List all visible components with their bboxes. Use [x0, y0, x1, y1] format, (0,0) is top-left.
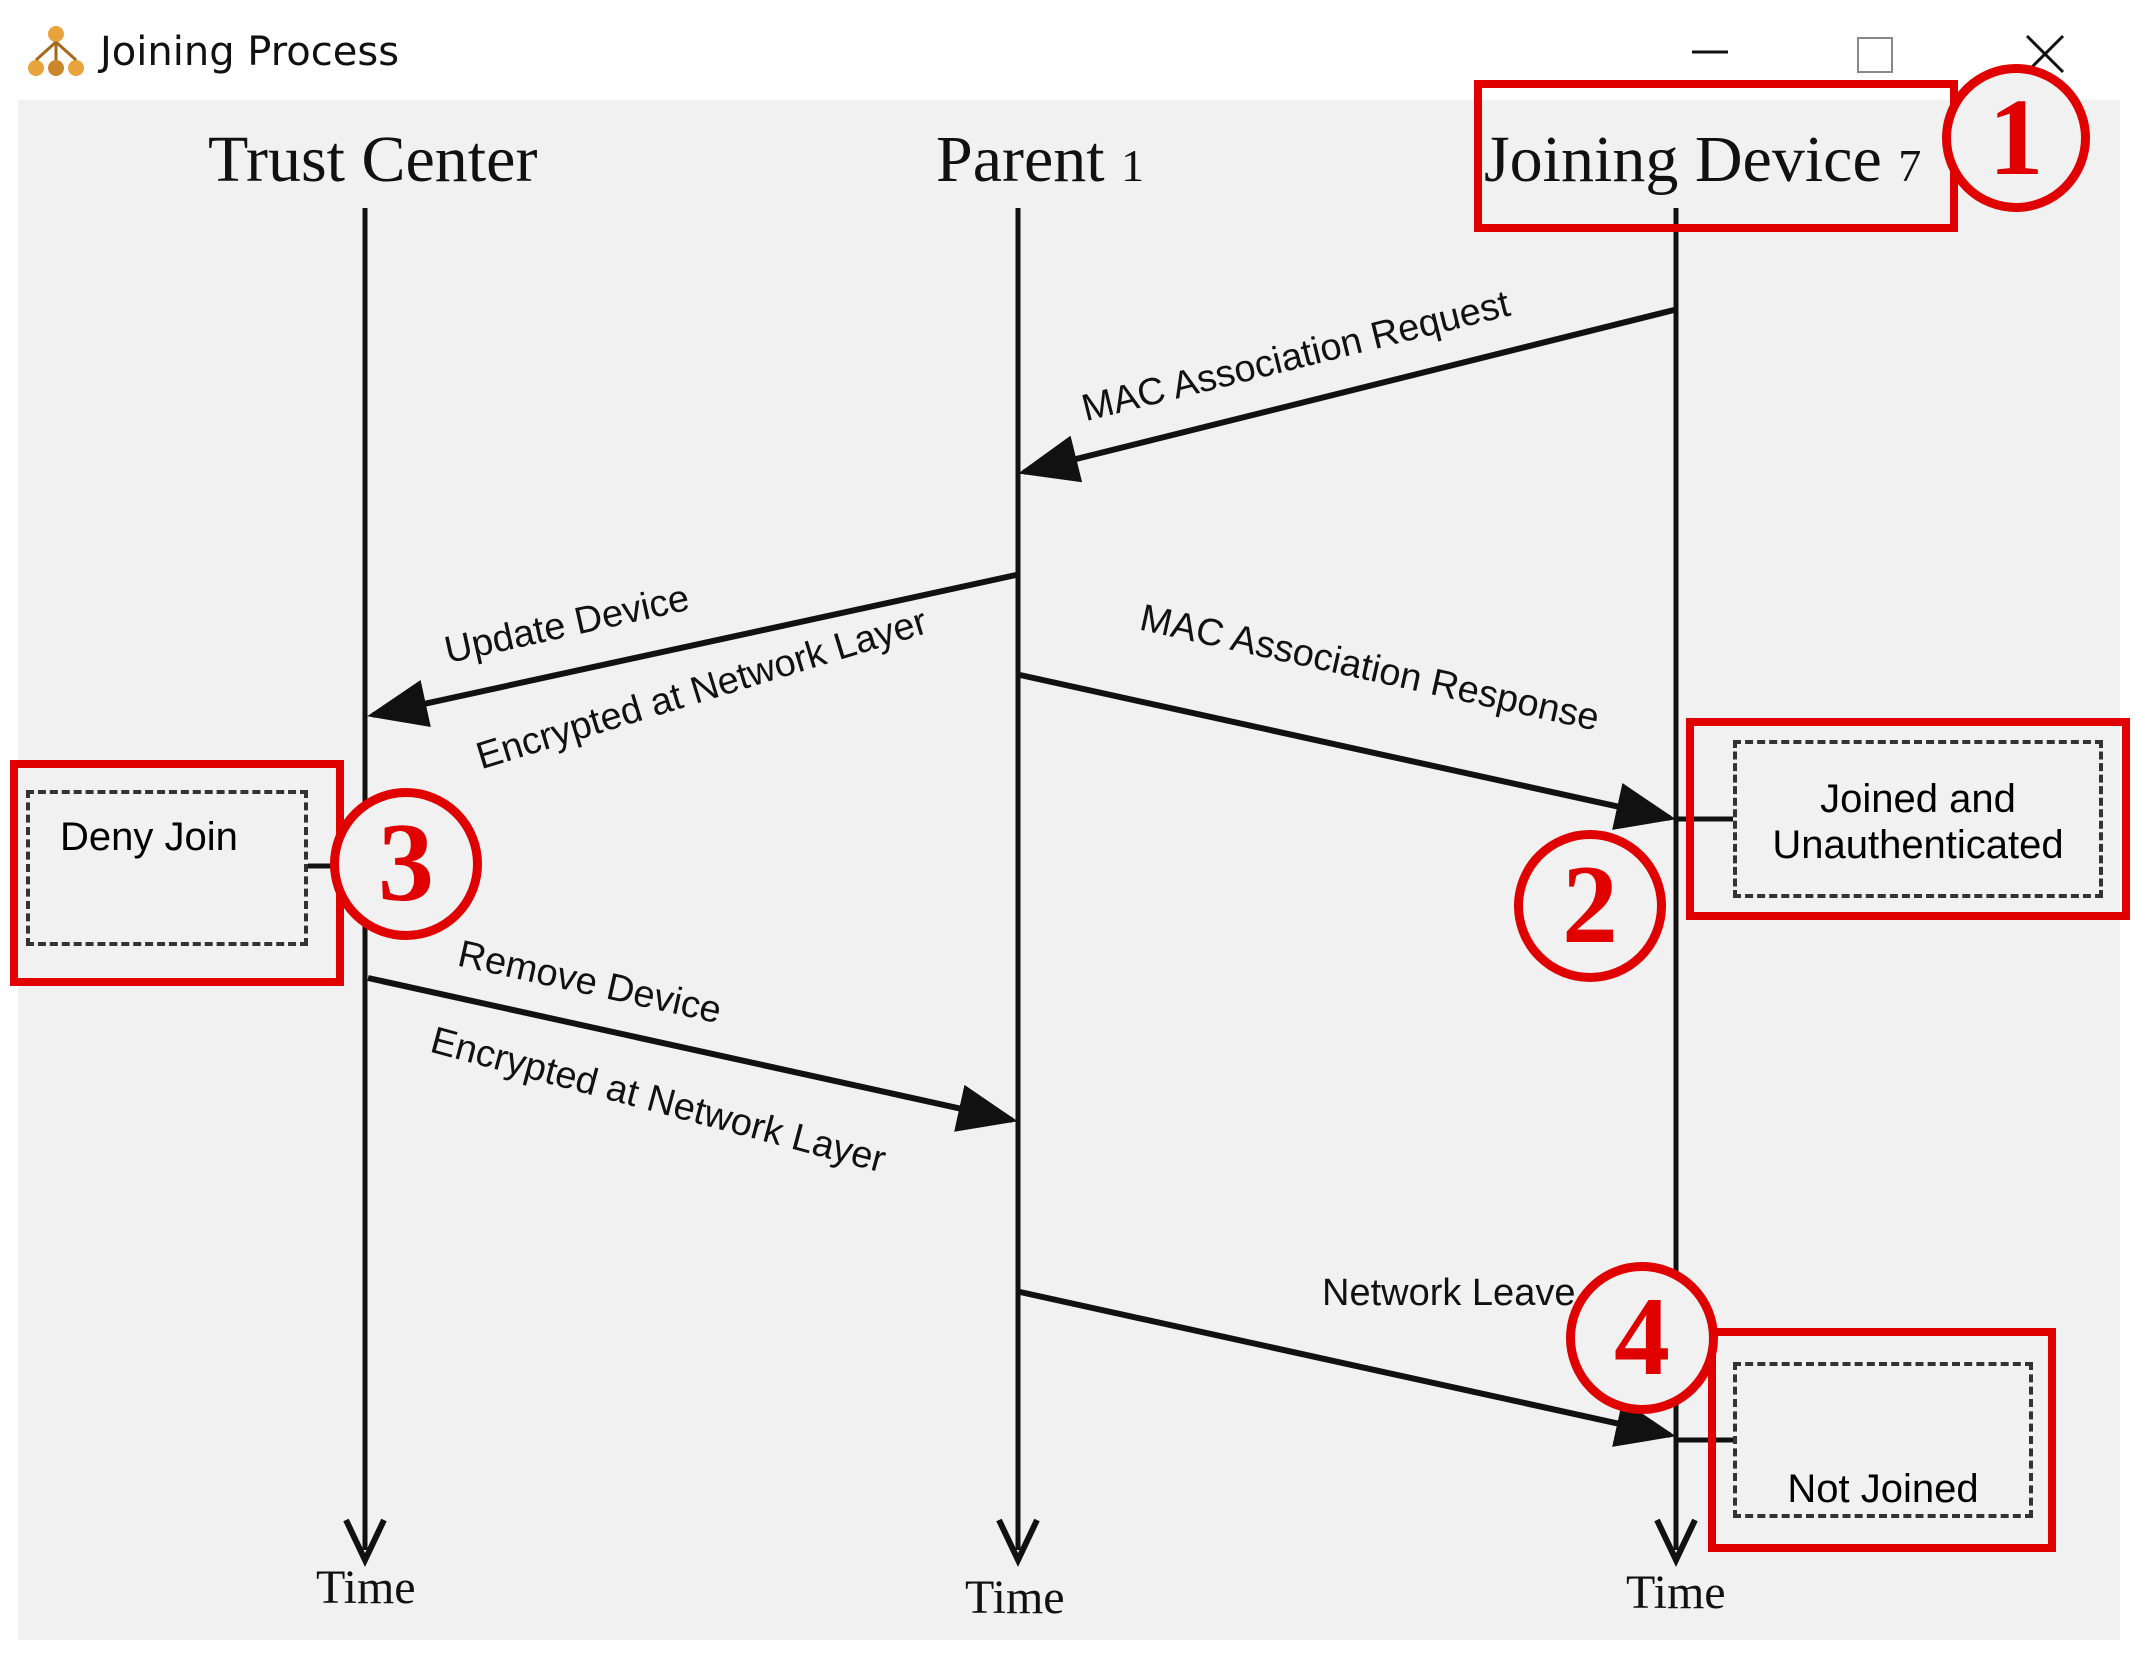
not-joined-text: Not Joined — [1787, 1467, 1979, 1511]
trust-center-time-label: Time — [316, 1561, 416, 1614]
callout-circle-1: 1 — [1942, 64, 2090, 212]
network-leave-label: Network Leave — [1322, 1272, 1576, 1314]
parent-label: Parent — [936, 123, 1105, 196]
callout-box-4 — [1708, 1328, 2056, 1552]
joined-unauthenticated-box: Joined and Unauthenticated — [1733, 740, 2103, 898]
joining-device-time-label: Time — [1626, 1566, 1726, 1619]
mac-request-arrow — [1018, 307, 1675, 483]
trust-center-heading: Trust Center — [208, 122, 537, 198]
callout-box-1 — [1474, 80, 1958, 232]
deny-join-text: Deny Join — [60, 815, 238, 859]
network-tree-icon — [28, 26, 84, 76]
joining-device-label: Joining Device — [1484, 123, 1882, 196]
minimize-icon — [1692, 50, 1728, 54]
joining-device-time-arrow — [1654, 1518, 1698, 1567]
trust-center-time-arrow — [343, 1518, 387, 1567]
window-title: Joining Process — [100, 29, 400, 75]
callout-circle-4: 4 — [1566, 1262, 1718, 1414]
parent-time-arrow — [996, 1518, 1040, 1567]
parent-heading: Parent 1 — [936, 122, 1144, 198]
joining-device-heading: Joining Device 7 — [1484, 122, 1921, 198]
callout-circle-2: 2 — [1514, 830, 1666, 982]
deny-join-box: Deny Join — [26, 790, 308, 946]
maximize-button[interactable] — [1805, 10, 1945, 96]
joined-line2: Unauthenticated — [1772, 823, 2064, 867]
parent-time-label: Time — [965, 1571, 1065, 1624]
trust-center-label: Trust Center — [208, 123, 538, 196]
not-joined-box: Not Joined — [1733, 1362, 2033, 1518]
network-leave-arrow — [1019, 1289, 1676, 1447]
callout-box-2 — [1686, 718, 2130, 920]
diagram-canvas: Trust Center Parent 1 Joining Device 7 T… — [10, 64, 2130, 1640]
joined-line1: Joined and — [1820, 777, 2016, 821]
update-device-arrow — [367, 572, 1017, 727]
callout-box-3 — [10, 760, 344, 986]
title-bar: Joining Process — [0, 0, 2135, 100]
parent-index: 1 — [1121, 140, 1145, 191]
mac-response-arrow — [1019, 672, 1676, 830]
callout-circle-3: 3 — [330, 788, 482, 940]
minimize-button[interactable] — [1640, 10, 1780, 96]
remove-device-arrow — [367, 975, 1018, 1132]
maximize-icon — [1857, 37, 1893, 73]
joining-device-index: 7 — [1898, 140, 1922, 191]
